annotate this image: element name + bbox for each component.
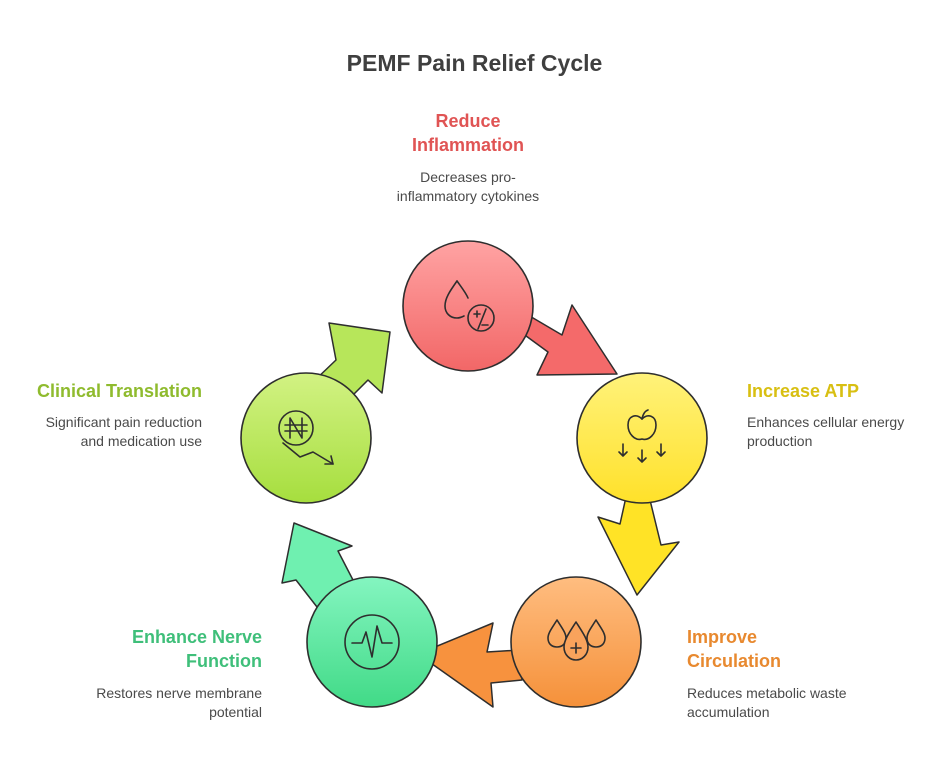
- currency-decrease-icon: [278, 410, 334, 465]
- step-3-heading: Improve Circulation: [687, 627, 782, 671]
- step-2-description: Enhances cellular energy production: [747, 414, 905, 449]
- step-5-heading: Clinical Translation: [36, 381, 202, 401]
- step-4-description: Restores nerve membrane potential: [96, 685, 262, 720]
- apple-arrows-icon: [618, 409, 666, 463]
- step-5-description: Significant pain reduction and medicatio…: [45, 414, 202, 449]
- arrow-green-to-lime: [281, 522, 354, 608]
- arrow-yellow-to-orange: [597, 496, 680, 596]
- node-reduce-inflammation: [402, 240, 534, 372]
- step-1-heading: Reduce Inflammation: [411, 111, 524, 155]
- step-4-heading: Enhance Nerve Function: [131, 627, 262, 671]
- drops-plus-icon: [547, 619, 606, 661]
- arrow-red-to-yellow: [521, 304, 618, 376]
- drop-percent-icon: [444, 280, 495, 332]
- diagram-title: PEMF Pain Relief Cycle: [346, 50, 603, 76]
- node-increase-atp: [576, 372, 708, 504]
- arrow-orange-to-green: [417, 622, 523, 708]
- step-2-heading: Increase ATP: [747, 381, 860, 401]
- node-enhance-nerve-function: [306, 576, 438, 708]
- nerve-signal-icon: [344, 614, 400, 670]
- step-3-description: Reduces metabolic waste accumulation: [687, 685, 847, 720]
- step-1-description: Decreases pro- inflammatory cytokines: [396, 169, 540, 204]
- node-improve-circulation: [510, 576, 642, 708]
- node-clinical-translation: [240, 372, 372, 504]
